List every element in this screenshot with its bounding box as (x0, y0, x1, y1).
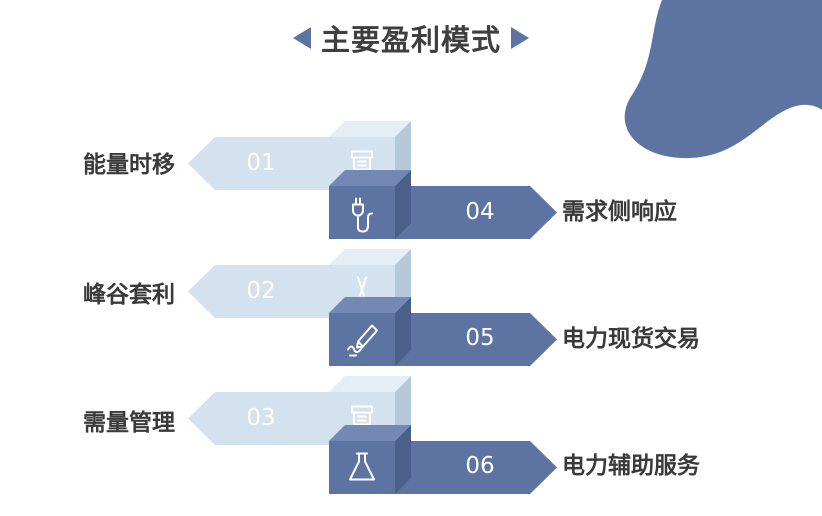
item-number-04: 04 (465, 199, 495, 225)
dark-cube-top-3 (329, 425, 411, 441)
item-number-01: 01 (246, 150, 276, 176)
light-cube-top-3 (329, 376, 411, 392)
light-arrow-3 (188, 392, 329, 445)
item-label-05: 电力现货交易 (562, 326, 700, 352)
title-text: 主要盈利模式 (320, 23, 501, 57)
plug-icon (352, 197, 373, 233)
dark-arrow-1 (395, 186, 557, 239)
item-number-06: 06 (465, 453, 495, 479)
dark-cube-top-1 (329, 170, 411, 186)
item-label-02: 峰谷套利 (83, 282, 175, 308)
item-number-05: 05 (465, 325, 495, 351)
dark-arrow-2 (395, 313, 557, 366)
dark-cube-side-3 (395, 425, 411, 494)
light-arrow-2 (188, 265, 329, 318)
light-cube-top-1 (329, 121, 411, 137)
item-label-04: 需求侧响应 (562, 199, 677, 225)
cart-icon (351, 150, 373, 176)
dark-cube-front-3 (329, 441, 395, 494)
flask-icon (349, 452, 375, 481)
dark-cube-side-2 (395, 297, 411, 366)
light-cube-top-2 (329, 249, 411, 265)
cart-icon (351, 405, 373, 431)
dark-cube-front-2 (329, 313, 395, 366)
pen-icon (347, 324, 378, 357)
item-label-06: 电力辅助服务 (562, 453, 700, 479)
item-label-01: 能量时移 (83, 152, 175, 178)
item-number-03: 03 (246, 405, 276, 431)
dark-cube-side-1 (395, 170, 411, 239)
scissors-icon (351, 276, 374, 309)
left-triangle-icon (292, 27, 311, 49)
page-title: 主要盈利模式 (0, 16, 822, 60)
dark-arrow-3 (395, 441, 557, 494)
light-arrow-1 (188, 137, 329, 190)
dark-cube-top-2 (329, 297, 411, 313)
right-triangle-icon (511, 27, 529, 49)
item-number-02: 02 (246, 278, 276, 304)
item-label-03: 需量管理 (83, 410, 175, 436)
